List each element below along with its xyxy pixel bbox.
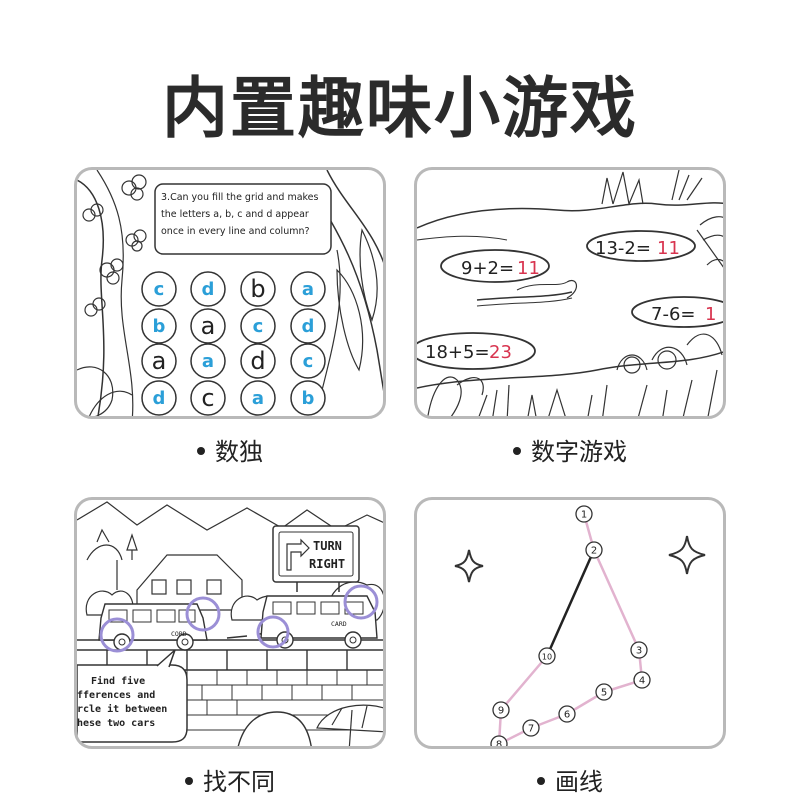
- sudoku-cell-letter: d: [302, 316, 315, 337]
- dot-point-label: 2: [591, 546, 597, 557]
- sudoku-card: 3.Can you fill the grid and makes the le…: [74, 167, 386, 419]
- spot-difference-caption: 找不同: [74, 762, 386, 797]
- sudoku-cell: [190, 271, 226, 307]
- sudoku-cell: [240, 380, 276, 416]
- page-title: 内置趣味小游戏: [162, 70, 638, 147]
- equation-1-expr: 13-2=: [595, 238, 651, 259]
- sudoku-cell-letter: a: [152, 347, 167, 375]
- sudoku-illustration: 3.Can you fill the grid and makes the le…: [77, 170, 383, 416]
- spot-difference-card: TURN RIGHT CORD: [74, 497, 386, 749]
- sudoku-cell: [141, 343, 177, 379]
- car-2-label: CARD: [331, 620, 347, 628]
- dot-point-label: 10: [542, 653, 552, 662]
- sudoku-cell-letter: b: [302, 388, 315, 409]
- sudoku-cell-letter: a: [302, 279, 314, 300]
- equation-3-expr: 7-6=: [651, 304, 695, 325]
- dot-point-label: 9: [498, 706, 504, 717]
- connect-dots-illustration: 1 2 3 4 5 6 7 8 9 10: [454, 505, 706, 750]
- dot-point: [490, 735, 508, 746]
- equation-4-expr: 18+5=: [425, 342, 490, 363]
- sudoku-cell: [141, 308, 177, 344]
- connect-dots-caption: 画线: [414, 762, 726, 797]
- sudoku-caption: 数独: [74, 432, 386, 467]
- equation-4-answer: 23: [489, 342, 512, 363]
- difference-circles: [99, 584, 379, 653]
- sudoku-cell: [240, 271, 276, 307]
- bullet-dot: [537, 777, 545, 785]
- sudoku-cell: [290, 271, 326, 307]
- spot-difference-caption-text: 找不同: [203, 768, 275, 796]
- dot-point: [522, 719, 540, 737]
- dot-point: [595, 683, 613, 701]
- number-game-caption-text: 数字游戏: [531, 438, 627, 466]
- connect-dots-card: 1 2 3 4 5 6 7 8 9 10: [414, 497, 726, 749]
- sudoku-cell-letter: c: [303, 351, 314, 372]
- equation-3-answer: 1: [705, 304, 716, 325]
- bullet-dot: [197, 447, 205, 455]
- dot-points: 1 2 3 4 5 6 7 8 9 10: [490, 505, 651, 750]
- sudoku-cell: [190, 308, 226, 344]
- dot-point-label: 8: [496, 740, 502, 750]
- sudoku-cell-letter: c: [253, 316, 264, 337]
- sign-line-1: TURN: [313, 539, 342, 553]
- sudoku-cell-letter: b: [250, 275, 265, 303]
- sudoku-cell: [190, 343, 226, 379]
- sudoku-cell: [240, 343, 276, 379]
- sudoku-cell: [240, 308, 276, 344]
- dot-point: [575, 505, 593, 523]
- bubble-line-1: Find five: [91, 675, 145, 687]
- sudoku-cell: [141, 271, 177, 307]
- bubble-line-3: rcle it between: [77, 703, 167, 715]
- dot-point: [633, 671, 651, 689]
- number-game-card: 13-2= 11 9+2= 11 7-6= 1 18+5= 23: [414, 167, 726, 419]
- equation-2-expr: 9+2=: [461, 258, 514, 279]
- sudoku-cell: [190, 380, 226, 416]
- dot-point-label: 6: [564, 710, 570, 721]
- bullet-dot: [185, 777, 193, 785]
- dot-point-label: 7: [528, 724, 534, 735]
- sudoku-cell-letter: d: [202, 279, 215, 300]
- sparkle-icon: [454, 549, 484, 583]
- sparkle-icon: [668, 535, 706, 575]
- dot-point: [630, 641, 648, 659]
- equation-2-answer: 11: [517, 258, 540, 279]
- dot-point-label: 1: [581, 510, 587, 521]
- sudoku-cell-letter: a: [201, 312, 216, 340]
- equation-1-answer: 11: [657, 238, 680, 259]
- sudoku-caption-text: 数独: [215, 438, 263, 466]
- bullet-dot: [513, 447, 521, 455]
- sudoku-question-line-2: the letters a, b, c and d appear: [161, 209, 309, 220]
- sudoku-cell-letter: b: [153, 316, 166, 337]
- sudoku-cell: [290, 343, 326, 379]
- spot-difference-illustration: TURN RIGHT CORD: [77, 501, 383, 746]
- dot-point-label: 4: [639, 676, 645, 687]
- bubble-line-2: fferences and: [77, 690, 155, 701]
- sudoku-cell-letter: d: [153, 388, 166, 409]
- car-1-label: CORD: [171, 630, 187, 638]
- sudoku-cell-letter: c: [201, 384, 214, 412]
- dot-point: [492, 701, 510, 719]
- dot-point: [585, 541, 603, 559]
- sudoku-cell-letter: a: [252, 388, 264, 409]
- dot-point-label: 5: [601, 688, 607, 699]
- number-game-illustration: 13-2= 11 9+2= 11 7-6= 1 18+5= 23: [417, 170, 723, 416]
- number-game-caption: 数字游戏: [414, 432, 726, 467]
- sudoku-cell-letter: c: [154, 279, 165, 300]
- sudoku-cell-letter: a: [202, 351, 214, 372]
- sudoku-question-line-3: once in every line and column?: [161, 226, 310, 237]
- dot-point: [538, 647, 556, 665]
- sign-line-2: RIGHT: [309, 557, 345, 571]
- sudoku-cell-letter: d: [250, 347, 265, 375]
- connect-dots-caption-text: 画线: [555, 768, 603, 796]
- sudoku-question-line-1: 3.Can you fill the grid and makes: [161, 192, 319, 203]
- sudoku-cell: [141, 380, 177, 416]
- dot-point: [558, 705, 576, 723]
- bubble-line-4: hese two cars: [77, 718, 155, 729]
- dot-point-label: 3: [636, 646, 642, 657]
- sudoku-cell: [290, 380, 326, 416]
- sudoku-cell: [290, 308, 326, 344]
